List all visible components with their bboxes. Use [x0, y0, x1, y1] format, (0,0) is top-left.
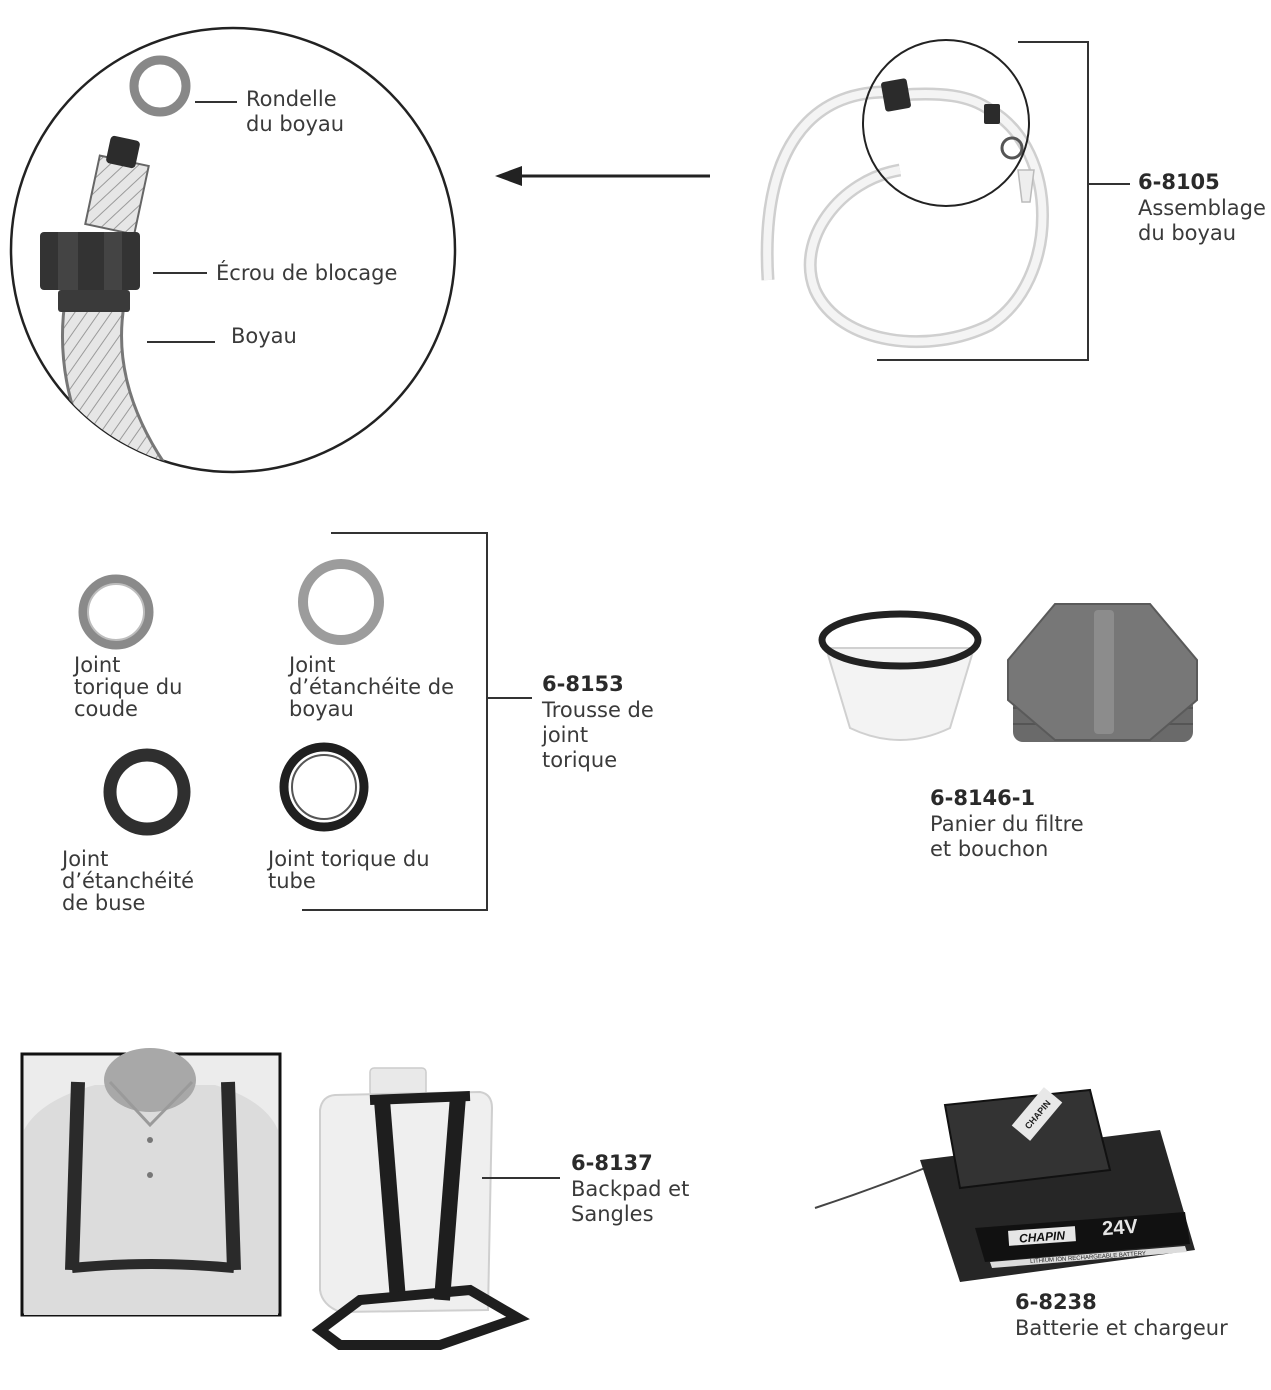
hose-washer-image [129, 55, 191, 117]
oring-kit-code: 6-8153 [542, 672, 624, 696]
hose-detail-circle [9, 26, 457, 474]
sprayer-backpack-image [311, 1067, 560, 1350]
backpad-description: Backpad et Sangles [571, 1177, 690, 1226]
battery-code: 6-8238 [1015, 1290, 1097, 1314]
filter-basket-image [818, 610, 982, 741]
hose-assembly-image [760, 39, 1049, 348]
battery-voltage: 24V [1101, 1216, 1139, 1240]
filter-cap-image [1007, 603, 1198, 742]
filter-code: 6-8146-1 [930, 786, 1036, 810]
hose-assembly-code: 6-8105 [1138, 170, 1220, 194]
oring-tube-label: Joint torique du tube [268, 847, 430, 893]
oring-kit-description: Trousse de joint torique [542, 698, 654, 772]
oring-nozzle-seal-label: Joint d’étanchéité de buse [62, 847, 195, 915]
hose-assembly-description: Assemblage du boyau [1138, 196, 1266, 245]
hose-washer-label: Rondelle du boyau [246, 87, 345, 136]
hose-assembly-bracket [877, 41, 1089, 361]
oring-elbow-label: Joint torique du coude [74, 653, 183, 721]
oring-kit-bracket [302, 532, 488, 911]
filter-description: Panier du filtre et bouchon [930, 812, 1084, 861]
oring-hose-seal-label: Joint d’étanchéite de boyau [289, 653, 455, 721]
locknut-label: Écrou de blocage [216, 261, 398, 285]
oring-kit-images [78, 559, 384, 836]
battery-description: Batterie et chargeur [1015, 1316, 1228, 1340]
battery-charger-image: CHAPIN CHAPIN 24V LITHIUM ION RECHARGEAB… [814, 1087, 1195, 1282]
hose-label: Boyau [231, 324, 297, 348]
battery-brand: CHAPIN [1019, 1228, 1066, 1245]
arrow-left-icon [495, 166, 710, 186]
backpad-code: 6-8137 [571, 1151, 653, 1175]
person-with-straps-photo [20, 1048, 282, 1317]
